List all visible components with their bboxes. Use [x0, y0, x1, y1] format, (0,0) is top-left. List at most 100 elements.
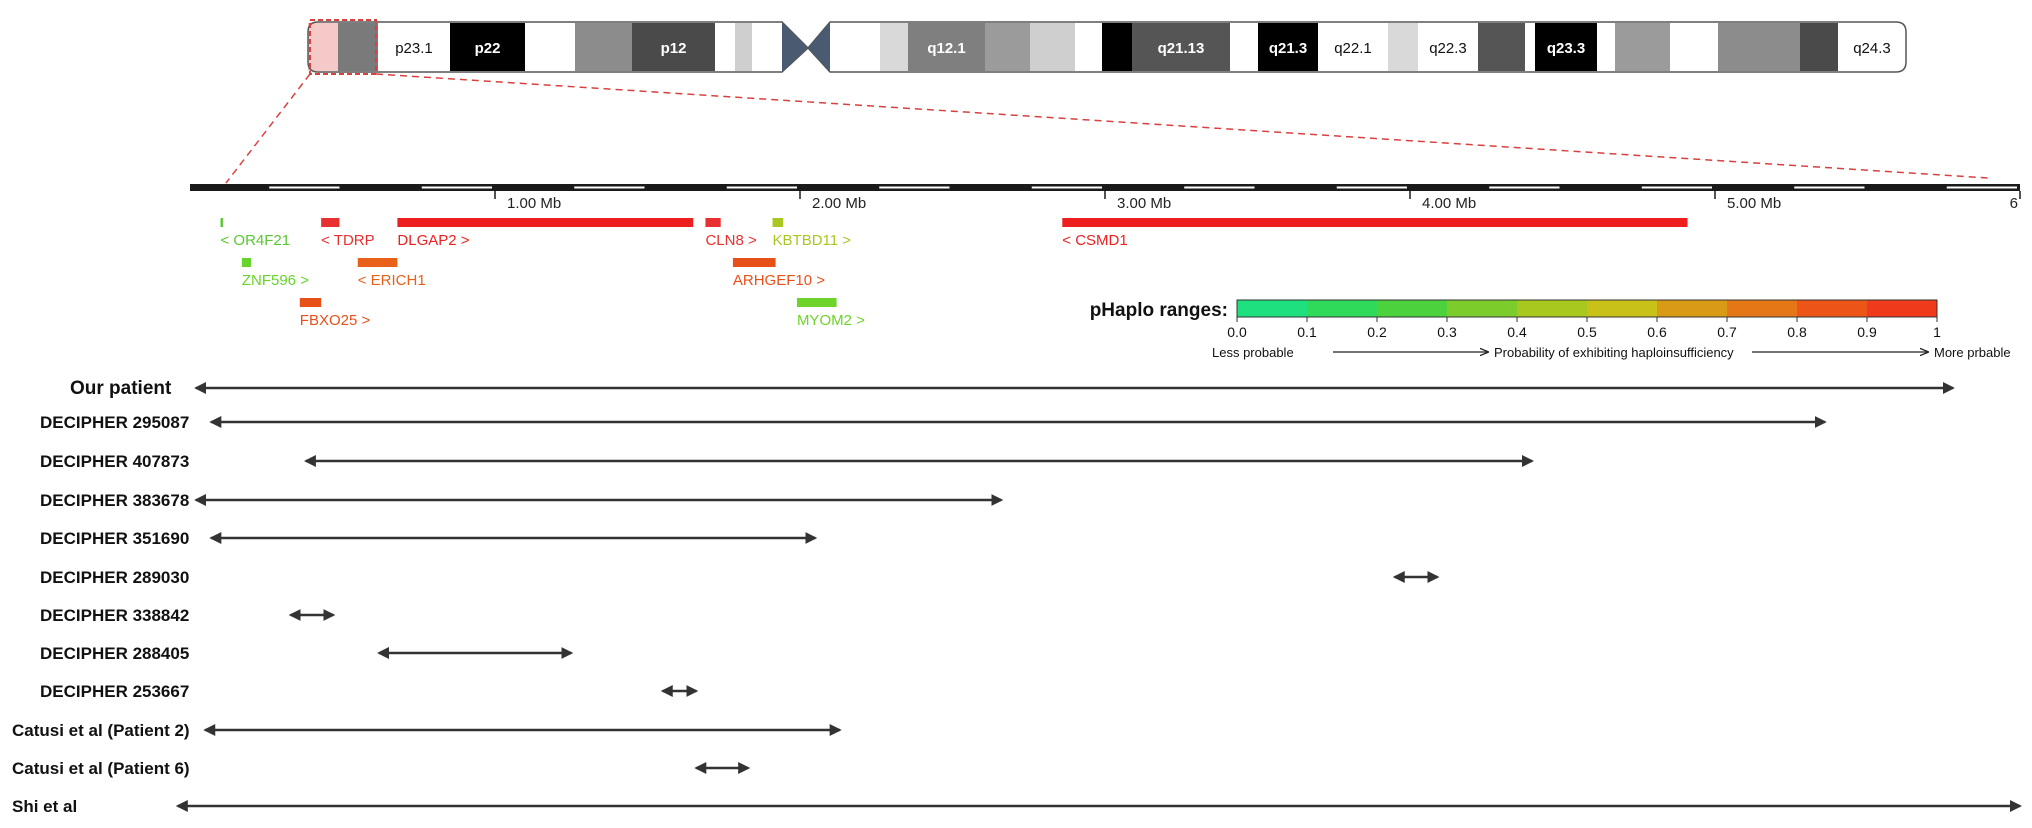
chromosome-band [752, 23, 782, 71]
ruler-segment [421, 186, 492, 189]
ruler-bar [190, 184, 2020, 191]
case-label: DECIPHER 288405 [40, 644, 189, 663]
case-label: Our patient [70, 378, 172, 399]
gene-label: < CSMD1 [1062, 232, 1127, 249]
legend-tick-label: 0.7 [1717, 324, 1737, 340]
gene-label: DLGAP2 > [397, 232, 469, 249]
legend-swatch [1307, 300, 1378, 317]
gene-bar [220, 218, 223, 227]
legend-middle-label: Probability of exhibiting haploinsuffici… [1494, 345, 1734, 360]
ruler-segment [1946, 186, 2017, 189]
gene-bar [397, 218, 694, 227]
chromosome-band [908, 23, 985, 71]
chromosome-band [715, 23, 735, 71]
ruler-segment [879, 186, 950, 189]
legend-swatch [1587, 300, 1658, 317]
band-label: q12.1 [927, 40, 965, 57]
band-label: q21.3 [1269, 40, 1307, 57]
centromere [782, 22, 830, 72]
legend-tick-label: 0.0 [1227, 324, 1247, 340]
chromosome-band [1838, 23, 1906, 71]
gene-track: < OR4F21 < TDRP DLGAP2 > CLN8 > KBTBD11 > < C… [220, 218, 1688, 329]
case-label: DECIPHER 295087 [40, 413, 189, 432]
ruler-tick-label: 1.00 Mb [507, 195, 561, 212]
gene-bar [732, 258, 776, 267]
legend-tick-label: 0.2 [1367, 324, 1387, 340]
gene-label: ZNF596 > [242, 272, 309, 289]
ruler-tick-label: 3.00 Mb [1117, 195, 1171, 212]
chromosome-band [1030, 23, 1075, 71]
gene-label: MYOM2 > [797, 312, 865, 329]
band-label: q22.1 [1334, 40, 1372, 57]
chromosome-band [1258, 23, 1318, 71]
zoom-guide-left [225, 73, 311, 184]
legend-tick-label: 0.1 [1297, 324, 1317, 340]
legend-less-label: Less probable [1212, 345, 1294, 360]
chromosome-band [1615, 23, 1670, 71]
band-label: q24.3 [1853, 40, 1891, 57]
legend-tick-label: 0.5 [1577, 324, 1597, 340]
band-label: q22.3 [1429, 40, 1467, 57]
gene-bar [299, 298, 322, 307]
chromosome-band [1388, 23, 1418, 71]
legend-tick-label: 0.3 [1437, 324, 1457, 340]
legend-swatch [1657, 300, 1728, 317]
chromosome-band [338, 23, 378, 71]
chromosome-band [1132, 23, 1230, 71]
ruler-segment [1794, 186, 1865, 189]
gene-label: < TDRP [321, 232, 375, 249]
case-label: DECIPHER 289030 [40, 568, 189, 587]
ruler-segment [1641, 186, 1712, 189]
chromosome-band [735, 23, 752, 71]
ruler-segment [1031, 186, 1102, 189]
gene-bar [705, 218, 721, 227]
case-label: DECIPHER 253667 [40, 682, 189, 701]
gene-bar [241, 258, 251, 267]
gene-label: KBTBD11 > [773, 232, 852, 249]
ruler-tick-label: 4.00 Mb [1422, 195, 1476, 212]
ruler-tick-label: 6 [2010, 195, 2018, 212]
chromosome-outline-q-arm [807, 21, 1907, 73]
gene-bar [321, 218, 340, 227]
legend-swatch [1237, 300, 1308, 317]
chromosome-band [985, 23, 1030, 71]
gene-label: < OR4F21 [221, 232, 291, 249]
ruler-segment [1336, 186, 1407, 189]
zoom-region-box [309, 19, 377, 75]
chromosome-band [632, 23, 715, 71]
band-label: q21.13 [1158, 40, 1205, 57]
chromosome-band [1525, 23, 1535, 71]
ruler-segment [726, 186, 797, 189]
gene-bar [357, 258, 398, 267]
band-label: q23.3 [1547, 40, 1585, 57]
gene-label: CLN8 > [705, 232, 757, 249]
chromosome-band [880, 23, 908, 71]
legend-swatch [1517, 300, 1588, 317]
zoom-guide-right [375, 73, 1989, 179]
legend-tick-label: 1 [1933, 324, 1941, 340]
chromosome-band [1800, 23, 1838, 71]
ruler-segment [1489, 186, 1560, 189]
legend-swatch [1867, 300, 1938, 317]
legend-swatch [1447, 300, 1518, 317]
chromosome-outline-p-arm [307, 21, 810, 73]
legend-tick-label: 0.8 [1787, 324, 1807, 340]
chromosome-band [1670, 23, 1718, 71]
legend-tick-label: 0.4 [1507, 324, 1527, 340]
ruler-segment [269, 186, 340, 189]
gene-bar [1062, 218, 1688, 227]
legend-swatch [1797, 300, 1868, 317]
chromosome-band [1318, 23, 1388, 71]
gene-bar [772, 218, 784, 227]
gene-label: ARHGEF10 > [733, 272, 825, 289]
legend-swatch [1727, 300, 1798, 317]
case-label: DECIPHER 407873 [40, 452, 189, 471]
legend-tick-label: 0.9 [1857, 324, 1877, 340]
case-label: DECIPHER 383678 [40, 491, 189, 510]
band-label: p23.1 [395, 40, 433, 57]
